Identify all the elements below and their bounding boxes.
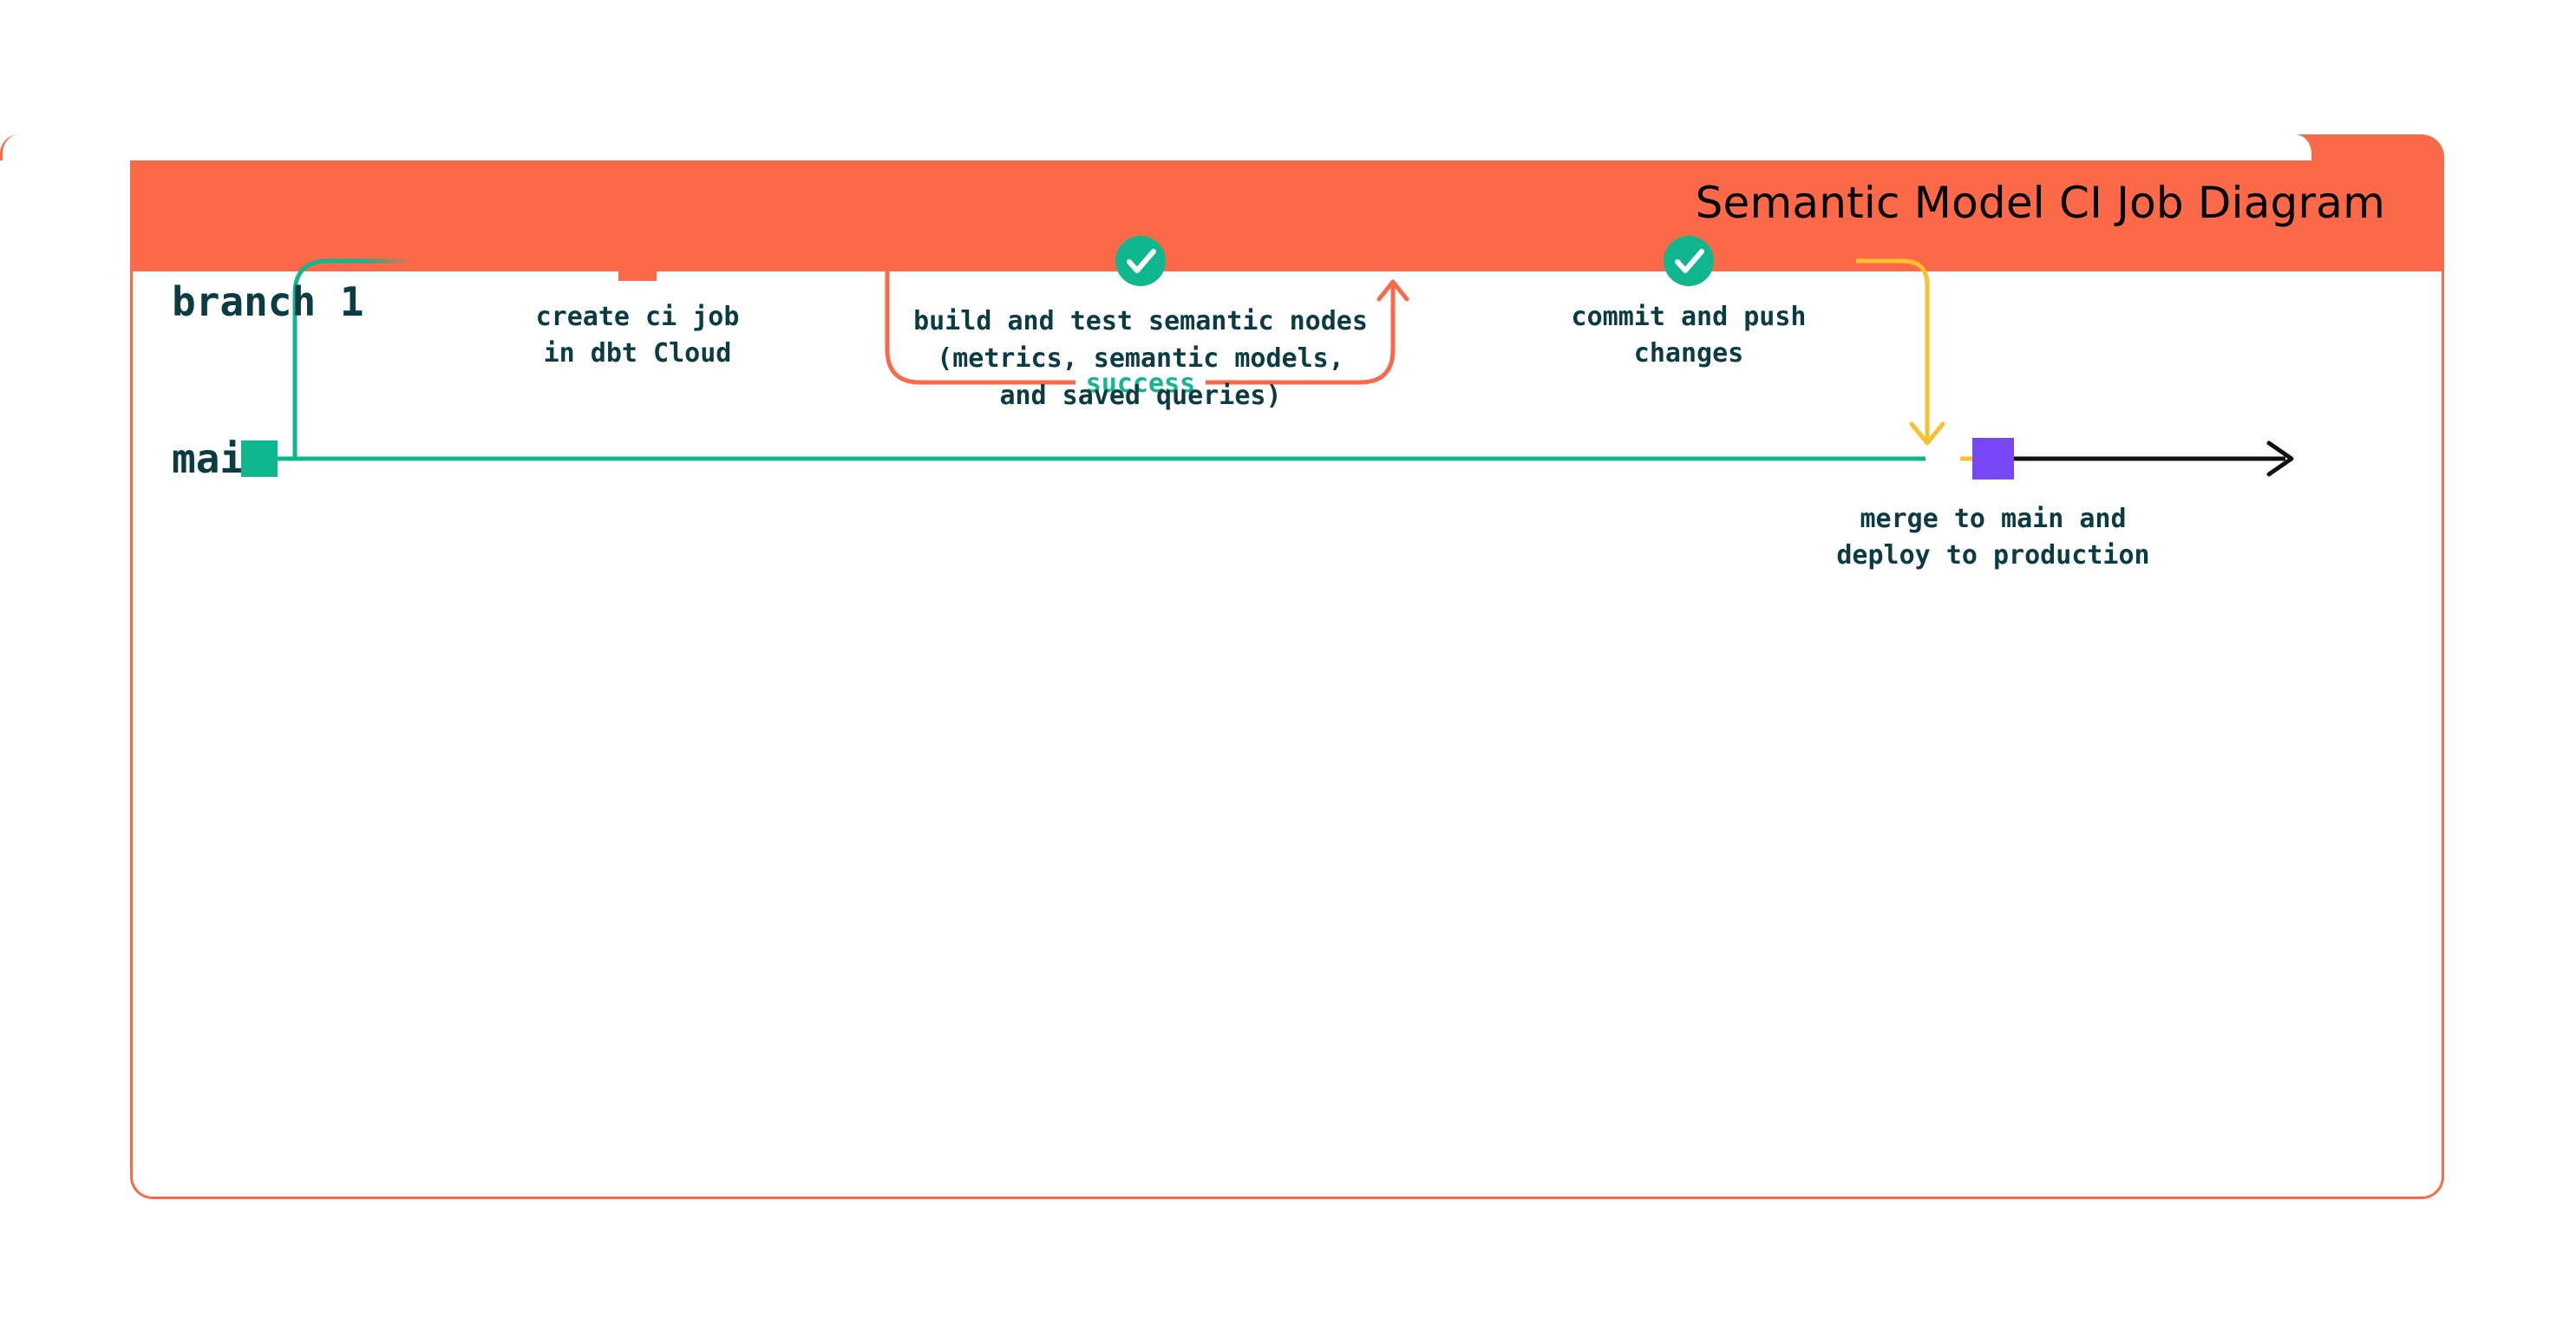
success-loop-edge bbox=[885, 261, 1409, 385]
node-label-build-and-test-line1: build and test semantic nodes bbox=[913, 306, 1368, 336]
node-create-ci-job[interactable] bbox=[618, 243, 657, 281]
node-label-create-ci-job-line2: in dbt Cloud bbox=[544, 338, 732, 369]
check-icon bbox=[1127, 249, 1156, 273]
node-label-build-and-test-line3: and saved queries) bbox=[999, 381, 1281, 411]
merge-edge-arrowhead bbox=[1909, 421, 1945, 446]
node-commit-and-push[interactable] bbox=[1664, 236, 1714, 286]
card-body bbox=[130, 271, 2444, 1199]
node-merge-to-main[interactable] bbox=[1972, 438, 2014, 479]
node-label-commit-and-push-line1: commit and push bbox=[1572, 302, 1807, 332]
page-title: Semantic Model CI Job Diagram bbox=[1695, 178, 2385, 228]
card-body-top-edge bbox=[0, 134, 2314, 160]
check-icon bbox=[1675, 249, 1704, 273]
ci-job-diagram: success branch 1 main create ci job in d… bbox=[172, 236, 2294, 571]
production-edge-arrowhead bbox=[2266, 440, 2294, 477]
merge-edge bbox=[1856, 258, 1945, 446]
node-label-build-and-test-line2: (metrics, semantic models, bbox=[937, 343, 1344, 374]
node-label-commit-and-push-line2: changes bbox=[1634, 338, 1743, 369]
node-main-start[interactable] bbox=[241, 440, 278, 477]
node-label-create-ci-job-line1: create ci job bbox=[536, 302, 740, 332]
node-build-and-test[interactable] bbox=[1115, 236, 1166, 286]
node-label-merge-to-main-line1: merge to main and bbox=[1860, 504, 2126, 534]
node-label-merge-to-main-line2: deploy to production bbox=[1836, 540, 2149, 571]
edge-label-success: success bbox=[1086, 369, 1195, 399]
production-edge bbox=[2010, 440, 2294, 477]
branch-off-edge bbox=[292, 258, 416, 459]
success-loop-arrowhead bbox=[1376, 279, 1409, 302]
lane-label-branch-1: branch 1 bbox=[172, 278, 364, 325]
